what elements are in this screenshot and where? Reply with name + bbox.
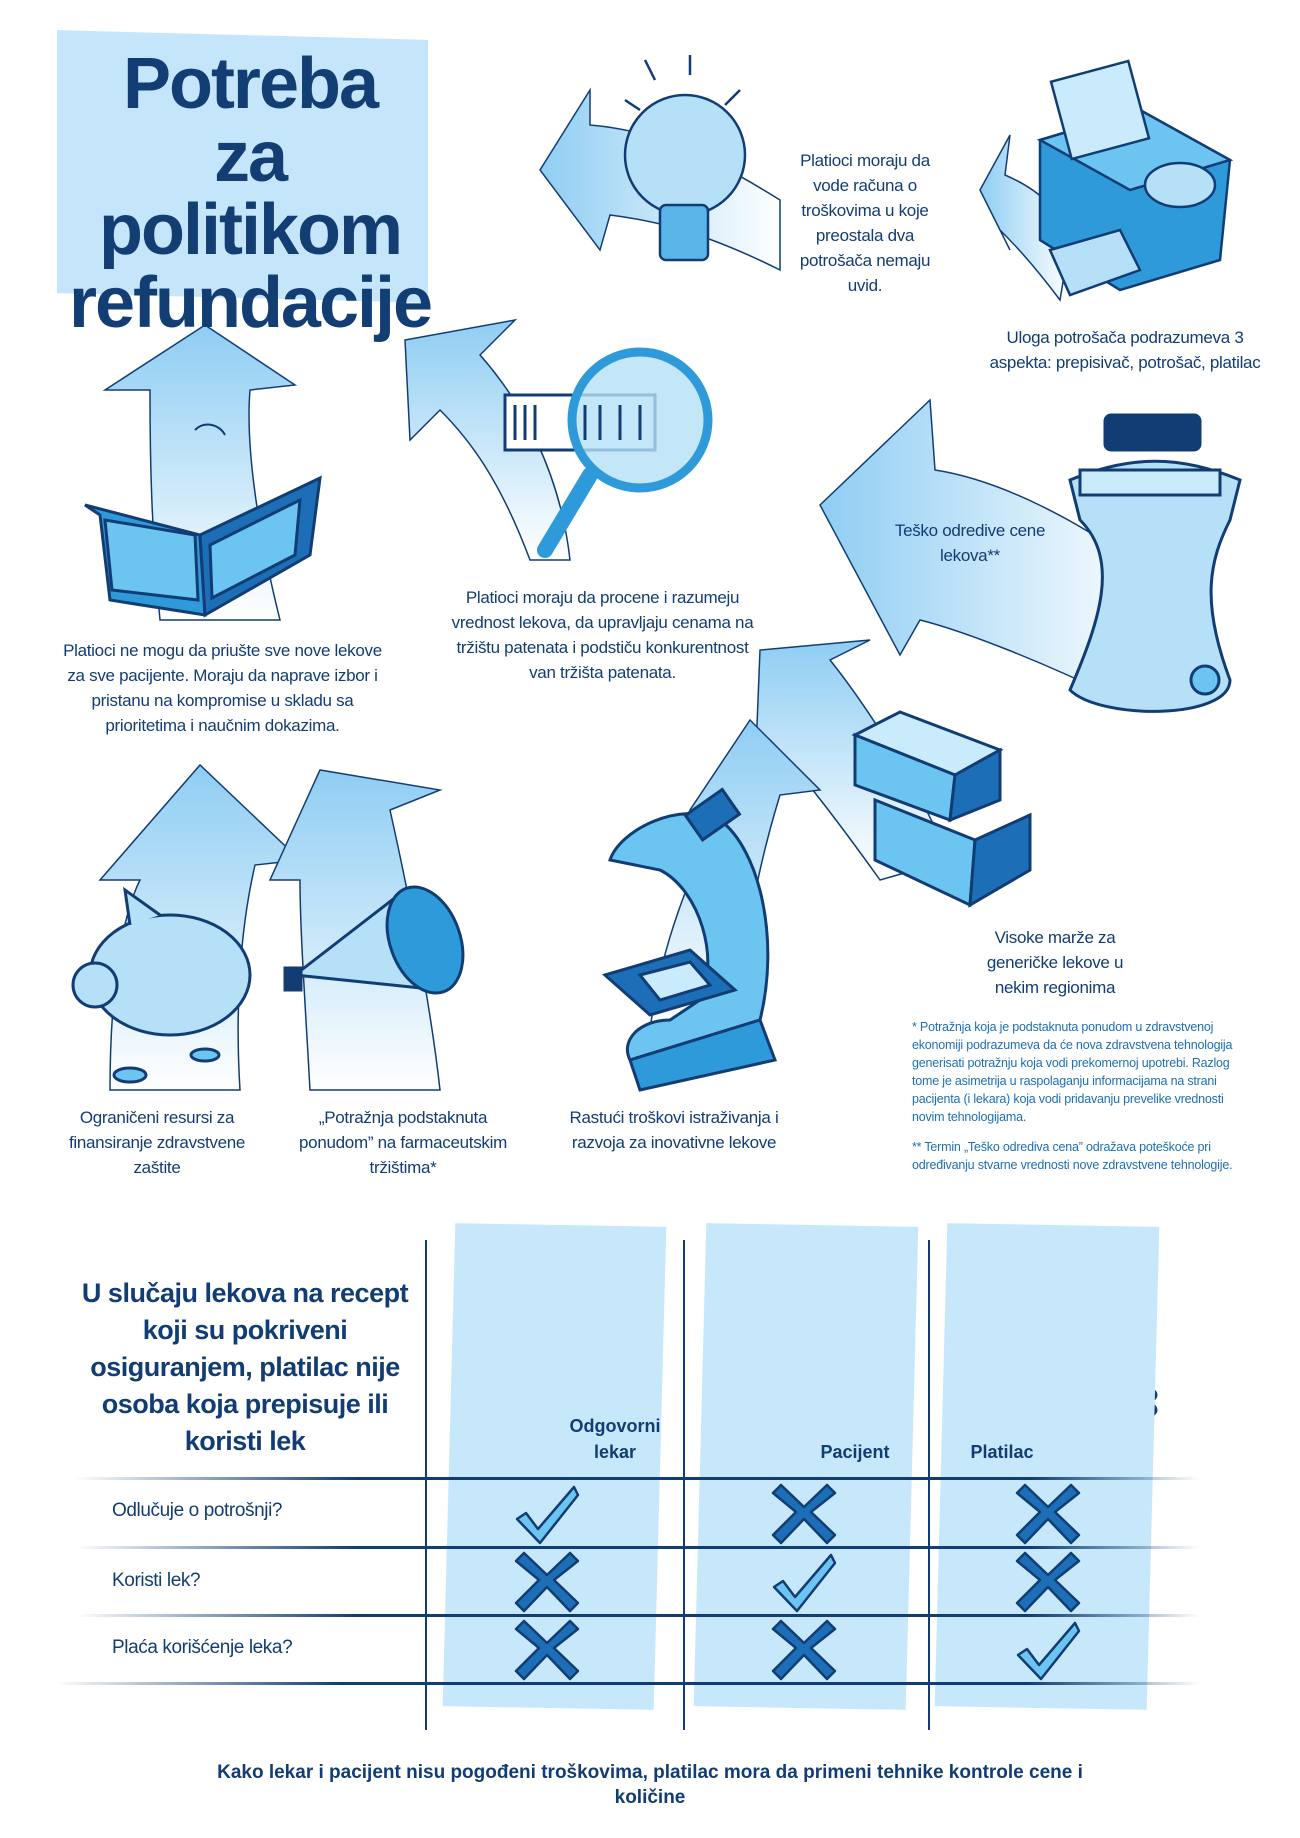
check-icon (512, 1477, 582, 1547)
row-label: Odlučuje o potrošnji? (112, 1500, 283, 1521)
column-divider (425, 1240, 427, 1730)
cross-icon (512, 1545, 582, 1615)
caption-wallet: Platioci ne mogu da priušte sve nove lek… (63, 641, 382, 735)
row-label: Plaća korišćenje leka? (112, 1637, 293, 1658)
megaphone-icon (283, 885, 465, 995)
conclusion-text: Kako lekar i pacijent nisu pogođeni troš… (217, 1762, 1083, 1808)
wallet-icon (84, 423, 322, 618)
footnote-2: ** Termin „Teško odrediva cena” odražava… (912, 1140, 1233, 1172)
caption-limited-resources: Ograničeni resursi za finansiranje zdrav… (68, 1108, 246, 1177)
lightbulb-icon (623, 55, 747, 262)
check-icon (1013, 1613, 1083, 1683)
cross-icon (1013, 1477, 1083, 1547)
column-divider (928, 1240, 930, 1730)
caption-consumer-role: Uloga potrošača podrazumeva 3 aspekta: p… (989, 328, 1261, 372)
row-divider (75, 1477, 1200, 1480)
page-title: Potreba za politikom refundacije (60, 48, 440, 340)
row-label: Koristi lek? (112, 1570, 201, 1591)
magnifying-glass-icon (503, 347, 713, 558)
microscope-icon (601, 787, 778, 1092)
title-line-1: Potreba (122, 44, 379, 124)
cross-icon (512, 1613, 582, 1683)
cross-icon (1013, 1545, 1083, 1615)
caption-magnifier: Platioci moraju da procene i razumeju vr… (451, 588, 754, 682)
row-divider (75, 1614, 1200, 1617)
piggy-bank-icon (71, 886, 252, 1084)
medicine-bottle-icon (1068, 413, 1242, 713)
caption-research-costs: Rastući troškovi istraživanja i razvoja … (569, 1108, 779, 1152)
column-header-patient: Pacijent (820, 1442, 890, 1462)
medicine-box-icon (1036, 59, 1234, 297)
column-header-doctor: Odgovorni lekar (569, 1416, 661, 1462)
caption-bulb: Platioci moraju da vode računa o troškov… (799, 151, 931, 295)
cross-icon (769, 1613, 839, 1683)
cross-icon (769, 1477, 839, 1547)
title-line-3: refundacije (68, 263, 433, 343)
generic-drug-boxes-icon (851, 710, 1032, 908)
caption-hard-prices: Teško odredive cene lekova** (894, 521, 1046, 565)
caption-supplier-demand: „Potražnja podstaknuta ponudom” na farma… (299, 1108, 507, 1177)
column-header-payer: Platilac (970, 1442, 1034, 1462)
arrow-magnifier (404, 318, 571, 561)
row-divider (75, 1546, 1200, 1549)
title-line-2: za politikom (99, 117, 403, 270)
table-question: U slučaju lekova na recept koji su pokri… (81, 1278, 409, 1456)
caption-generic-margins: Visoke marže za generičke lekove u nekim… (986, 928, 1124, 997)
check-icon (769, 1545, 839, 1615)
row-divider (55, 1682, 1200, 1685)
column-divider (683, 1240, 685, 1730)
footnote-1: * Potražnja koja je podstaknuta ponudom … (912, 1020, 1233, 1124)
